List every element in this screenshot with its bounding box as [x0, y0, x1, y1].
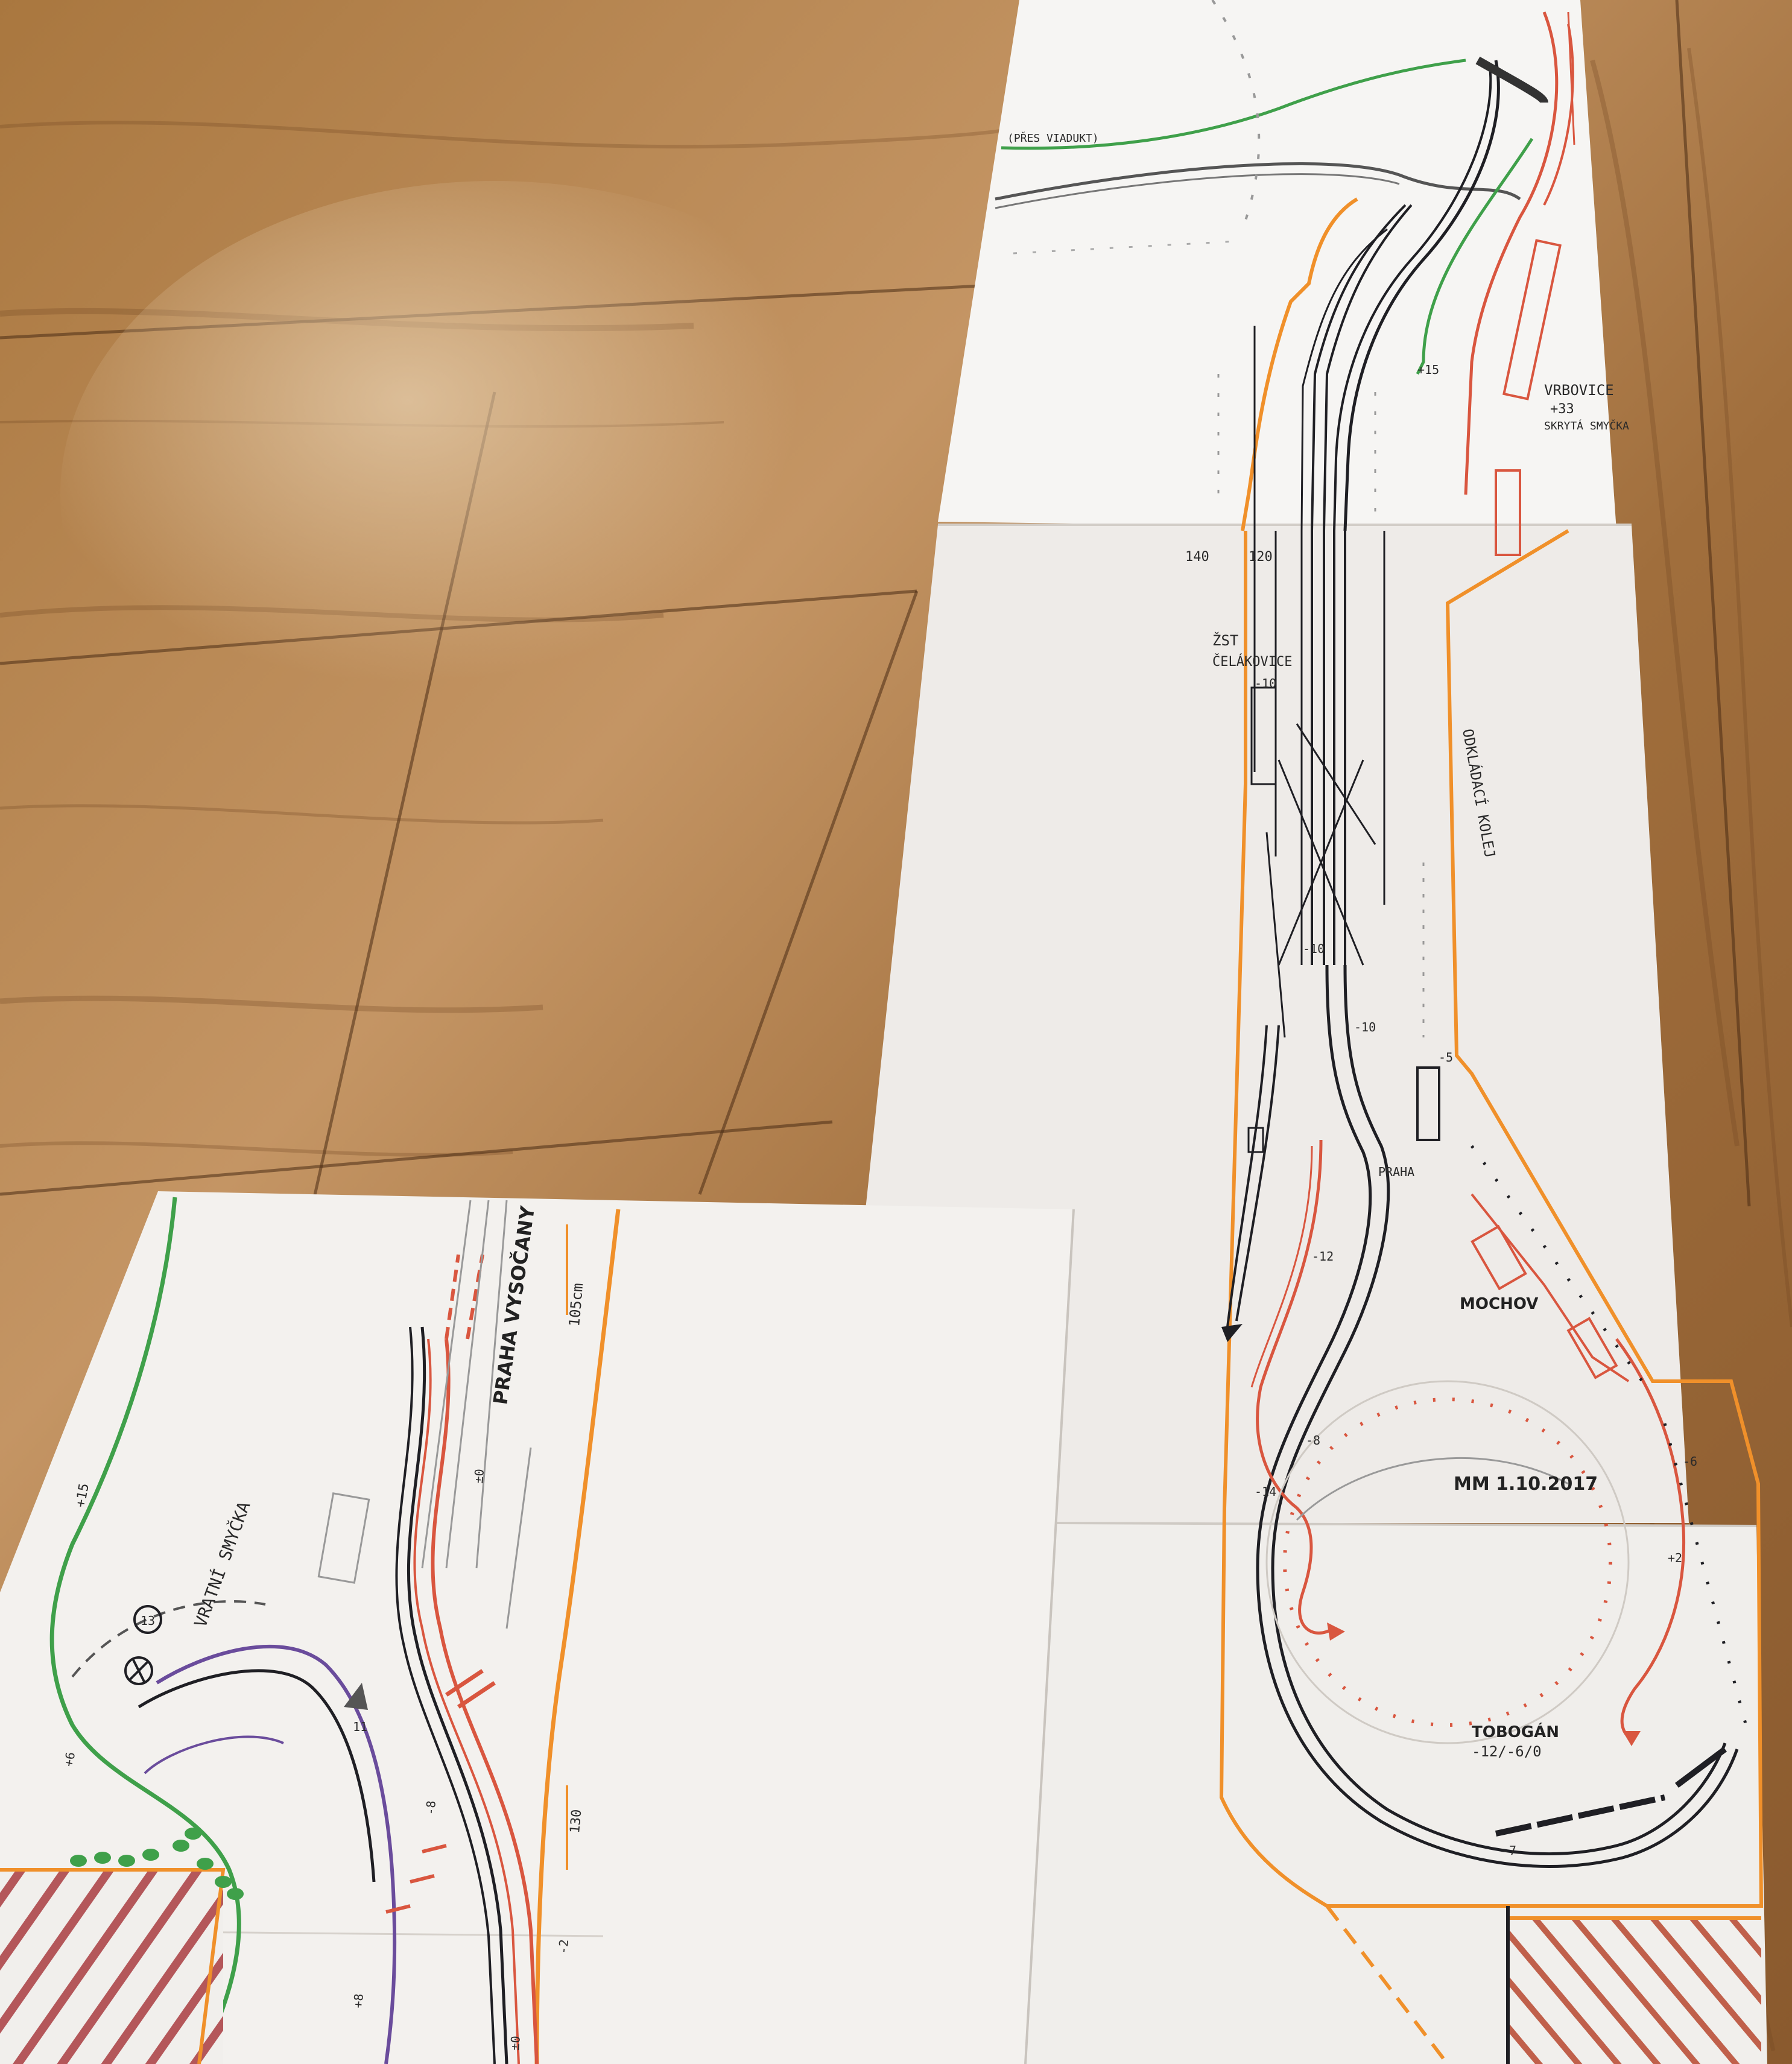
floor-glare: [60, 181, 929, 808]
vysocany-plan: [0, 1197, 621, 2064]
vrbovice-sub-label: +33: [1550, 402, 1574, 417]
dim-140-label: 140: [1185, 549, 1209, 565]
tobogan-label: TOBOGÁN: [1472, 1722, 1559, 1741]
level-minus6: -6: [1683, 1454, 1697, 1469]
level-plus8: +8: [350, 1993, 366, 2009]
level-minus14: -14: [1255, 1484, 1276, 1499]
top-sheet-plan: [995, 0, 1575, 556]
loop-marker-13: [133, 1605, 162, 1634]
dim-120-label: 120: [1249, 549, 1273, 565]
green-note-label: (PŘES VIADUKT): [1007, 131, 1099, 145]
level-minus10-a: -10: [1303, 942, 1325, 956]
tobogan-levels-label: -12/-6/0: [1472, 1743, 1542, 1760]
level-minus2: -2: [556, 1939, 571, 1954]
zst-sub-label: ČELÁKOVICE: [1212, 654, 1292, 670]
compass-rose-icon: [124, 1656, 153, 1685]
praha-label: PRAHA: [1378, 1165, 1414, 1179]
num-13-label: 13: [141, 1613, 155, 1628]
zst-label: ŽST: [1212, 632, 1238, 649]
mochov-label: MOCHOV: [1460, 1295, 1538, 1313]
level-zero-a: ±0: [471, 1468, 487, 1484]
level-minus12: -12: [1312, 1249, 1334, 1264]
dim-130-label: 130: [568, 1809, 584, 1834]
level-plus2: +2: [1668, 1551, 1682, 1565]
level-minus5: -5: [1439, 1050, 1453, 1065]
level-minus8-bottom: -8: [423, 1800, 439, 1815]
vrbovice-note-label: SKRYTÁ SMYČKA: [1544, 419, 1629, 432]
mm-date-label: MM 1.10.2017: [1454, 1474, 1598, 1495]
level-zero-b: ±0: [507, 2035, 523, 2051]
vrbovice-label: VRBOVICE: [1544, 382, 1614, 399]
station-plan: [1219, 326, 1764, 2064]
level-plus15-top: +15: [1417, 362, 1439, 377]
level-minus10-b: -10: [1354, 1020, 1376, 1034]
num-11-label: 11: [353, 1720, 367, 1734]
level-minus8: -8: [1306, 1433, 1320, 1448]
level-plus6: +6: [61, 1751, 78, 1768]
dim-105-label: 105cm: [566, 1282, 586, 1327]
zst-box-level: -10: [1255, 676, 1276, 691]
level-minus7: -7: [1502, 1843, 1516, 1858]
direction-arrow-icon: [344, 1683, 368, 1710]
